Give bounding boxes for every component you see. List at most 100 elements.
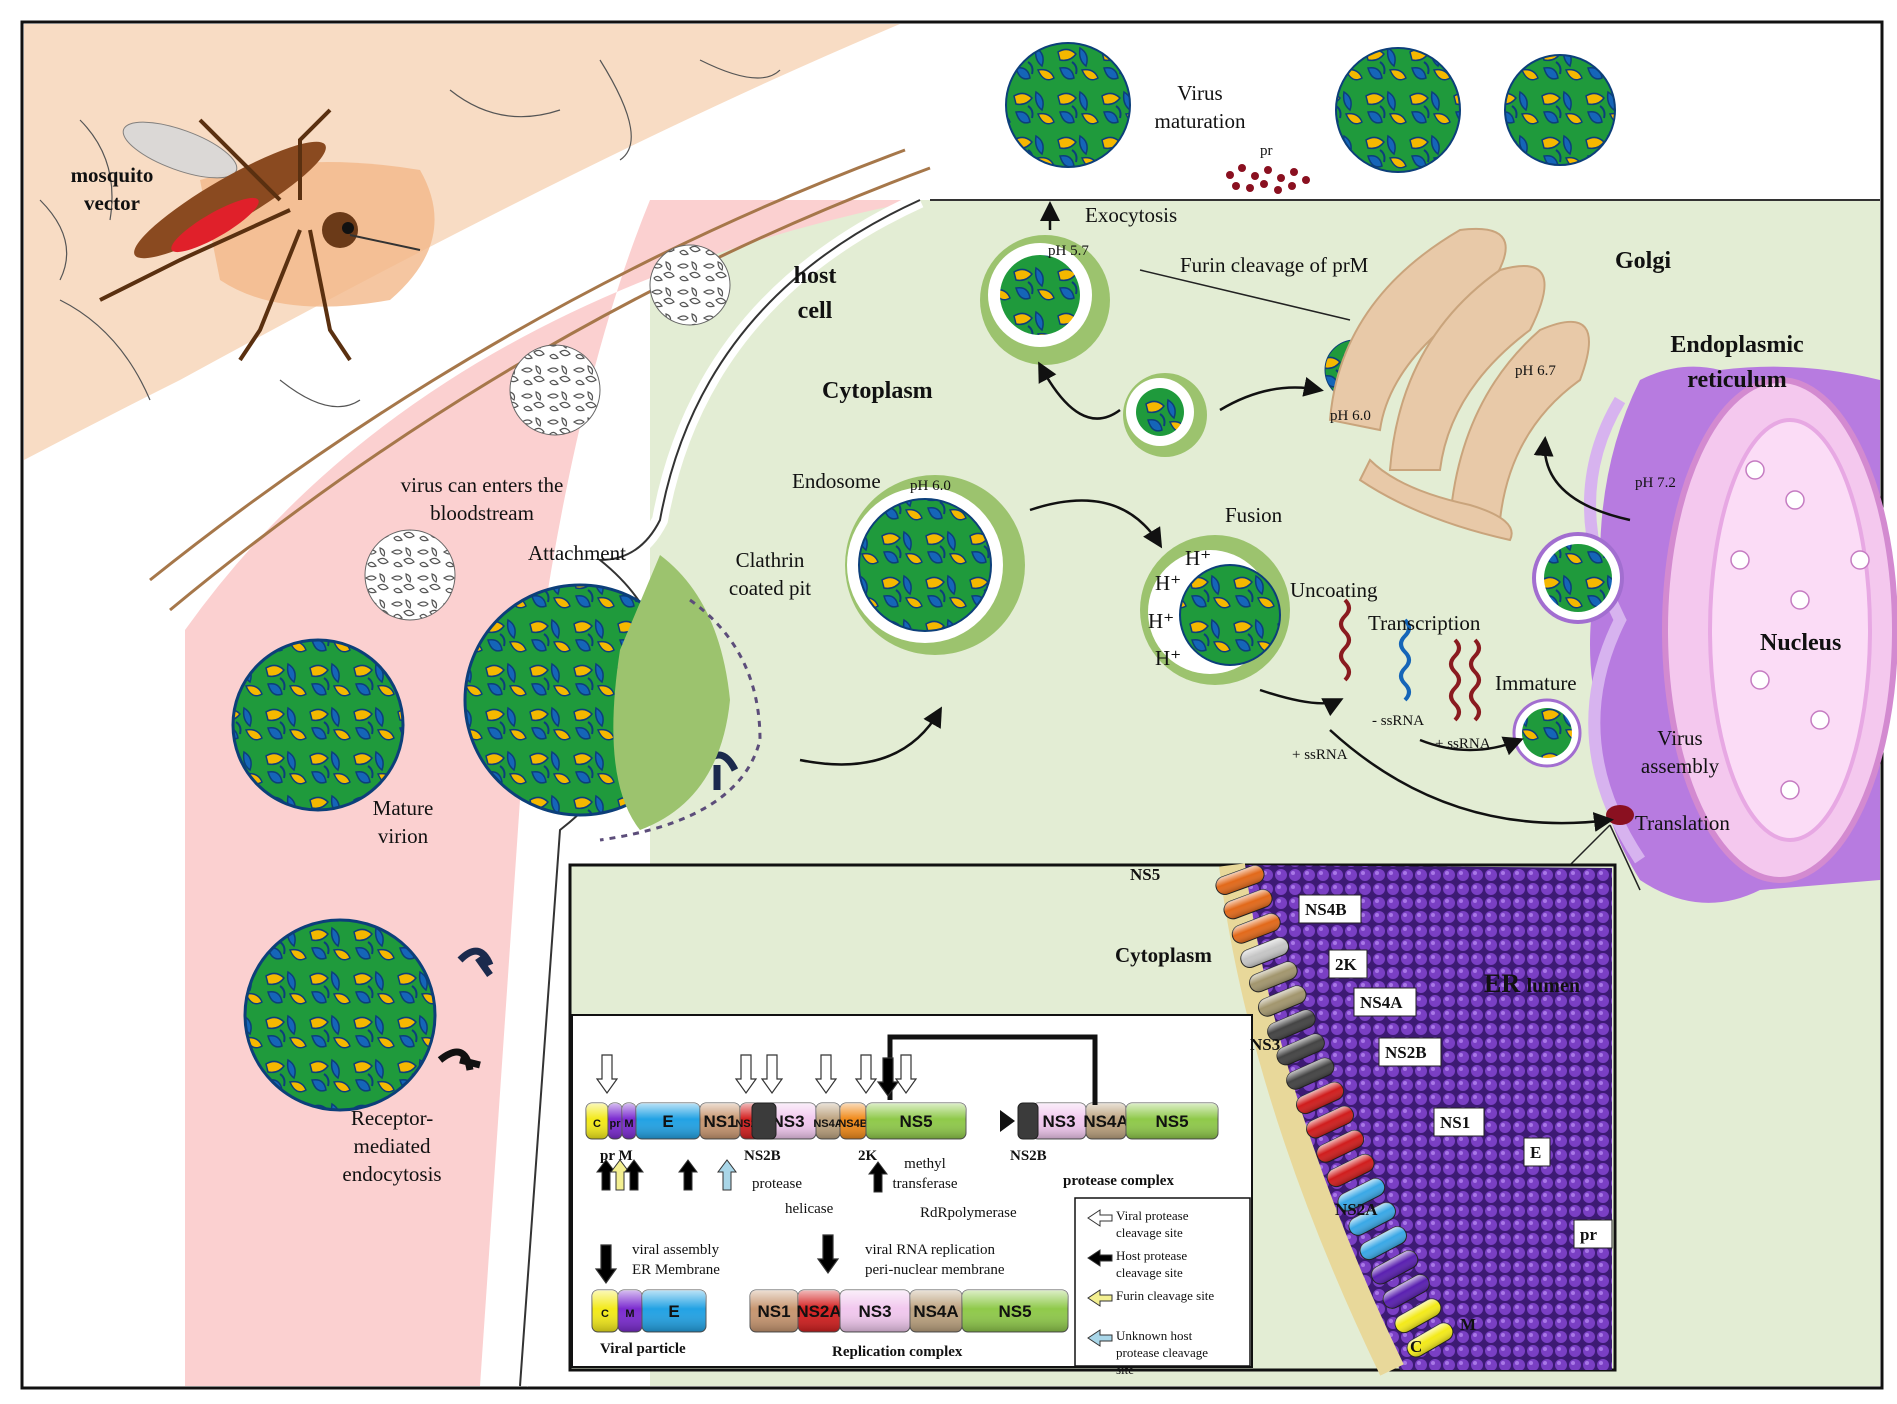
nuclear-pores	[1730, 460, 1870, 800]
immature-label: Immature	[1495, 671, 1577, 695]
inset-cytoplasm-label: Cytoplasm	[1115, 943, 1212, 967]
released-virion-1	[1005, 42, 1131, 168]
genome-segment-c: C	[585, 1102, 609, 1140]
svg-text:Viral protease: Viral protease	[1116, 1208, 1189, 1223]
svg-text:E: E	[662, 1112, 673, 1131]
particle-segment-e: E	[641, 1289, 707, 1333]
inset-label-ns1: NS1	[1433, 1107, 1485, 1137]
svg-text:M: M	[624, 1118, 633, 1130]
svg-text:NS2B: NS2B	[1385, 1043, 1427, 1062]
skin-tissue	[24, 24, 900, 460]
protease-segment-ns4a: NS4A	[1083, 1102, 1129, 1140]
svg-text:pr: pr	[1580, 1225, 1597, 1244]
svg-text:NS3: NS3	[1042, 1112, 1075, 1131]
ns2b-block-2	[1017, 1102, 1039, 1140]
protease-complex-bar: NS3 NS4A NS5	[1000, 1102, 1219, 1140]
assembly-arrow	[594, 1244, 618, 1285]
viral-cleavage-arrow-6	[894, 1054, 918, 1095]
svg-text:NS5: NS5	[1130, 865, 1160, 884]
svg-text:NS5: NS5	[998, 1302, 1031, 1321]
membrane-protein-4	[1240, 937, 1290, 969]
h-plus-1: H⁺	[1185, 546, 1211, 570]
svg-text:NS5: NS5	[1155, 1112, 1188, 1131]
plus-ssrna-label-2: + ssRNA	[1435, 736, 1491, 752]
membrane-protein-13	[1326, 1153, 1375, 1188]
membrane-protein-15	[1348, 1202, 1396, 1236]
nucleus-inner	[1708, 418, 1872, 842]
er-lumen	[1240, 865, 1612, 1370]
host-cleavage-arrow-e	[678, 1159, 698, 1191]
membrane-protein-10	[1295, 1081, 1345, 1115]
clathrin-coat	[599, 598, 762, 842]
viral-cleavage-arrow-2	[734, 1054, 758, 1095]
svg-text:C: C	[593, 1118, 601, 1130]
svg-text:M: M	[1460, 1315, 1476, 1334]
membrane-protein-5	[1249, 961, 1298, 993]
membrane-protein-11	[1306, 1105, 1354, 1139]
membrane-protein-7	[1267, 1009, 1316, 1042]
svg-text:cleavage site: cleavage site	[1116, 1265, 1183, 1280]
protease-segment-ns5: NS5	[1125, 1102, 1219, 1140]
legend-arrow-icon	[1087, 1209, 1113, 1227]
receptor-3	[437, 1048, 481, 1071]
endosome-virion	[858, 498, 992, 632]
plus-ssrna-strand-1	[1339, 598, 1351, 682]
inset-label-pr: pr	[1573, 1219, 1613, 1249]
unknown-cleavage-arrow	[717, 1159, 737, 1191]
receptor-2	[457, 947, 494, 978]
mosquito-icon	[99, 108, 421, 362]
svg-text:NS4A: NS4A	[813, 1118, 842, 1130]
legend-entry-3: Furin cleavage site	[1087, 1288, 1214, 1307]
membrane-protein-8	[1276, 1033, 1325, 1066]
protease-complex-label: protease complex	[1063, 1173, 1174, 1189]
svg-text:NS1: NS1	[1440, 1113, 1470, 1132]
virion-blood-3	[364, 529, 456, 621]
particle-segment-m: M	[617, 1289, 643, 1333]
svg-text:site: site	[1116, 1362, 1134, 1377]
replication-segment-ns1: NS1	[749, 1289, 799, 1333]
legend-arrow-icon	[1087, 1249, 1113, 1267]
furin-cleavage-arrow	[610, 1159, 630, 1191]
svg-text:E: E	[668, 1302, 679, 1321]
er-ph-label: pH 7.2	[1635, 475, 1676, 491]
helicase-label: helicase	[785, 1201, 834, 1217]
er-vesicle-virion	[1544, 544, 1612, 612]
attachment-label: Attachment	[528, 541, 626, 565]
pr-peptides	[1226, 164, 1310, 194]
fusion-virion	[1179, 564, 1281, 666]
svg-text:NS3: NS3	[858, 1302, 891, 1321]
inset-callout-1	[1569, 824, 1611, 866]
furin-label: Furin cleavage of prM	[1180, 253, 1369, 277]
plus-ssrna-label-1: + ssRNA	[1292, 747, 1348, 763]
immature-virion	[1522, 708, 1572, 758]
rdrp-label: RdRpolymerase	[920, 1205, 1017, 1221]
endocytosis-virion	[243, 918, 437, 1112]
inset-label-m: M	[1460, 1315, 1476, 1334]
host-cleavage-arrow-2k	[868, 1161, 888, 1193]
membrane-protein-18	[1382, 1274, 1430, 1309]
inset-label-2k: 2K	[1328, 949, 1368, 979]
cytoplasm-label: Cytoplasm	[822, 378, 933, 404]
transcription-label: Transcription	[1368, 611, 1481, 635]
exocytosis-ph-label: pH 5.7	[1048, 243, 1089, 259]
viral-cleavage-arrow-4	[814, 1054, 838, 1095]
inset-label-e: E	[1523, 1137, 1551, 1167]
membrane-protein-14	[1337, 1178, 1386, 1212]
svg-text:NS4A: NS4A	[913, 1302, 958, 1321]
released-virion-2	[1335, 47, 1461, 173]
inset-label-c: C	[1410, 1337, 1422, 1356]
svg-text:NS2A: NS2A	[1335, 1200, 1378, 1219]
svg-text:pr: pr	[610, 1118, 622, 1130]
svg-text:NS5: NS5	[899, 1112, 932, 1131]
